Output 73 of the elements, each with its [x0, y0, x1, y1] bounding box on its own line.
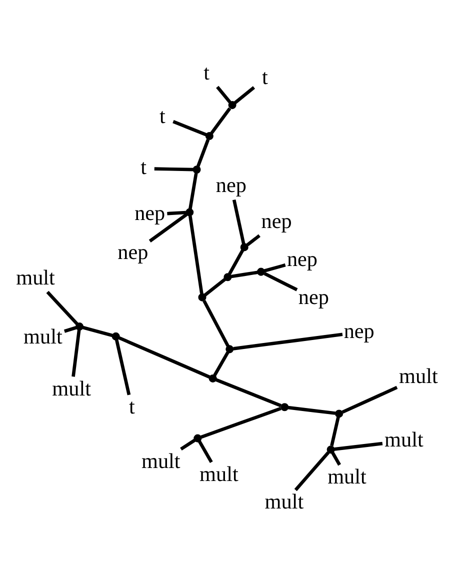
- connector: [198, 440, 213, 463]
- connector: [64, 326, 77, 332]
- connector: [288, 405, 336, 414]
- node-text: mult: [52, 376, 91, 400]
- connector: [167, 210, 186, 215]
- node-point: [256, 267, 266, 276]
- connector: [196, 138, 210, 167]
- node-text: t: [204, 60, 210, 84]
- node-text: nep: [344, 318, 374, 342]
- connector: [232, 198, 246, 244]
- connector: [204, 277, 226, 296]
- node-point: [198, 292, 206, 301]
- node-text: mult: [328, 464, 366, 488]
- node-text: t: [128, 394, 135, 418]
- connector: [215, 378, 282, 407]
- connector: [246, 234, 260, 246]
- connector: [210, 106, 232, 134]
- connector: [264, 262, 286, 272]
- node-text: t: [140, 154, 146, 179]
- node-point: [335, 409, 344, 418]
- node-point: [326, 445, 335, 454]
- connector: [172, 120, 207, 136]
- node-point: [76, 322, 84, 330]
- node-point: [240, 242, 248, 251]
- connector: [118, 336, 210, 378]
- node-text: mult: [384, 427, 424, 452]
- node-text: nep: [118, 240, 148, 264]
- node-text: mult: [142, 448, 180, 472]
- connector: [228, 248, 244, 274]
- connector: [82, 325, 113, 337]
- node-text: nep: [298, 284, 329, 308]
- node-text: mult: [16, 265, 55, 290]
- connector: [148, 212, 188, 242]
- node-text: t: [262, 64, 268, 89]
- connector: [331, 451, 342, 466]
- node-point: [112, 332, 120, 340]
- node-text: nep: [261, 208, 292, 233]
- connector: [234, 86, 256, 104]
- node-text: nep: [286, 246, 318, 270]
- connector: [200, 406, 282, 438]
- connector: [188, 172, 198, 209]
- node-text: nep: [216, 172, 246, 197]
- node-text: mult: [399, 364, 438, 388]
- node-text: t: [160, 103, 166, 128]
- node-text: mult: [264, 489, 304, 514]
- node-point: [205, 132, 214, 140]
- connector: [330, 416, 340, 446]
- node-point: [228, 100, 236, 109]
- connector: [334, 441, 383, 450]
- connector: [233, 332, 343, 350]
- node-point: [192, 165, 201, 174]
- node-point: [186, 208, 194, 216]
- connector: [342, 385, 398, 414]
- connector: [264, 272, 298, 291]
- connector: [72, 329, 81, 376]
- connector: [231, 270, 258, 278]
- connector: [213, 351, 230, 376]
- node-text: mult: [200, 461, 238, 486]
- node-point: [224, 272, 232, 281]
- connector: [188, 215, 204, 294]
- node-point: [194, 434, 202, 442]
- connector: [180, 438, 196, 450]
- node-point: [280, 402, 289, 411]
- connector: [216, 85, 232, 103]
- node-text: mult: [24, 324, 62, 348]
- connector: [294, 450, 330, 491]
- node-point: [226, 344, 234, 353]
- connector: [202, 299, 230, 347]
- node-point: [208, 374, 217, 382]
- connector: [46, 290, 78, 325]
- connector: [154, 166, 194, 171]
- node-text: nep: [134, 200, 166, 225]
- connector: [114, 339, 131, 395]
